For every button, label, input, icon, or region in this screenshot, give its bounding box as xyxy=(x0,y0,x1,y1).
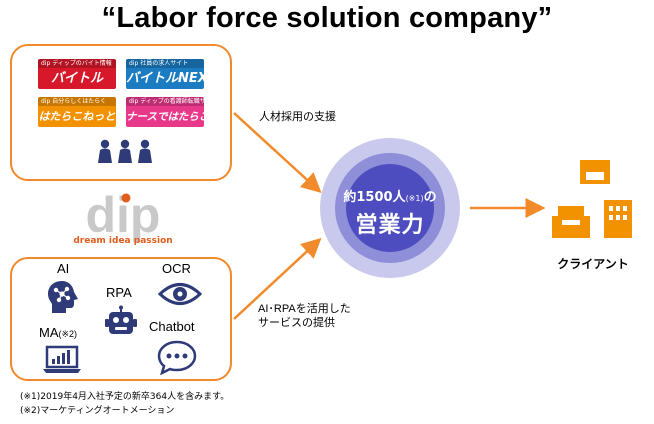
job-sites-box: dip ディップのバイト情報 バイトル dip 社員の求人サイト バイトルNEX… xyxy=(10,44,232,181)
arrow-recruiting xyxy=(233,112,322,194)
sales-force-text: 約1500人(※1)の 営業力 xyxy=(330,186,450,239)
logo-caption: dip ディップの看護師転職サービス xyxy=(126,97,204,106)
arrow-label-line2: サービスの提供 xyxy=(258,317,335,329)
chatbot-label: Chatbot xyxy=(149,319,195,334)
dip-tagline: dream idea passion xyxy=(73,236,173,246)
logo-caption: dip 自分らしくはたらく xyxy=(38,97,116,106)
ai-head-icon xyxy=(48,281,78,313)
arrow-label-line1: AI･RPAを活用した xyxy=(258,303,351,315)
sales-force-label: 営業力 xyxy=(355,213,425,238)
ma-note: (※2) xyxy=(58,329,78,339)
headcount: 約1500人(※1)の xyxy=(330,186,450,205)
logo-brand: バイトル xyxy=(50,71,103,86)
page-title: “Labor force solution company” xyxy=(101,2,553,34)
ma-label: MA(※2) xyxy=(39,325,77,340)
arrow-label-recruiting: 人材採用の支援 xyxy=(259,111,336,123)
logo-baitoru-next: dip 社員の求人サイト バイトルNEXT xyxy=(126,59,204,89)
footnote-2: (※2)マーケティングオートメーション xyxy=(20,406,175,416)
people-icon xyxy=(98,139,152,163)
ai-services-box: AI RPA OCR MA(※2) Chatbot xyxy=(10,257,232,381)
arrow-ai-services xyxy=(233,237,322,320)
logo-nurse-de-hatarako: dip ディップの看護師転職サービス ナースではたらこ xyxy=(126,97,204,127)
chat-bubble-icon xyxy=(157,340,197,375)
logo-brand: バイトルNEXT xyxy=(126,71,204,86)
client-label: クライアント xyxy=(557,257,629,271)
rpa-label: RPA xyxy=(106,285,132,300)
client-buildings-icon xyxy=(552,160,632,238)
logo-caption: dip 社員の求人サイト xyxy=(126,59,204,68)
headcount-note: (※1) xyxy=(405,194,424,203)
dip-logo: dip xyxy=(86,188,161,243)
footnote-1: (※1)2019年4月入社予定の新卒364人を含みます。 xyxy=(20,392,230,402)
logo-caption: dip ディップのバイト情報 xyxy=(38,59,116,68)
logo-brand: はたらこねっと xyxy=(38,110,116,123)
arrow-label-ai-services: AI･RPAを活用した サービスの提供 xyxy=(258,302,351,330)
logo-hatarako-net: dip 自分らしくはたらく はたらこねっと xyxy=(38,97,116,127)
circle-inner xyxy=(346,164,434,252)
headcount-suffix: の xyxy=(423,190,437,205)
headcount-value: 約1500人 xyxy=(343,190,406,205)
ai-label: AI xyxy=(57,261,70,276)
eye-icon xyxy=(158,283,202,305)
ma-text: MA xyxy=(39,325,59,340)
ocr-label: OCR xyxy=(162,261,191,276)
laptop-chart-icon xyxy=(43,345,81,373)
logo-brand: ナースではたらこ xyxy=(126,111,204,123)
robot-icon xyxy=(105,305,137,334)
logo-baitoru: dip ディップのバイト情報 バイトル xyxy=(38,59,116,89)
